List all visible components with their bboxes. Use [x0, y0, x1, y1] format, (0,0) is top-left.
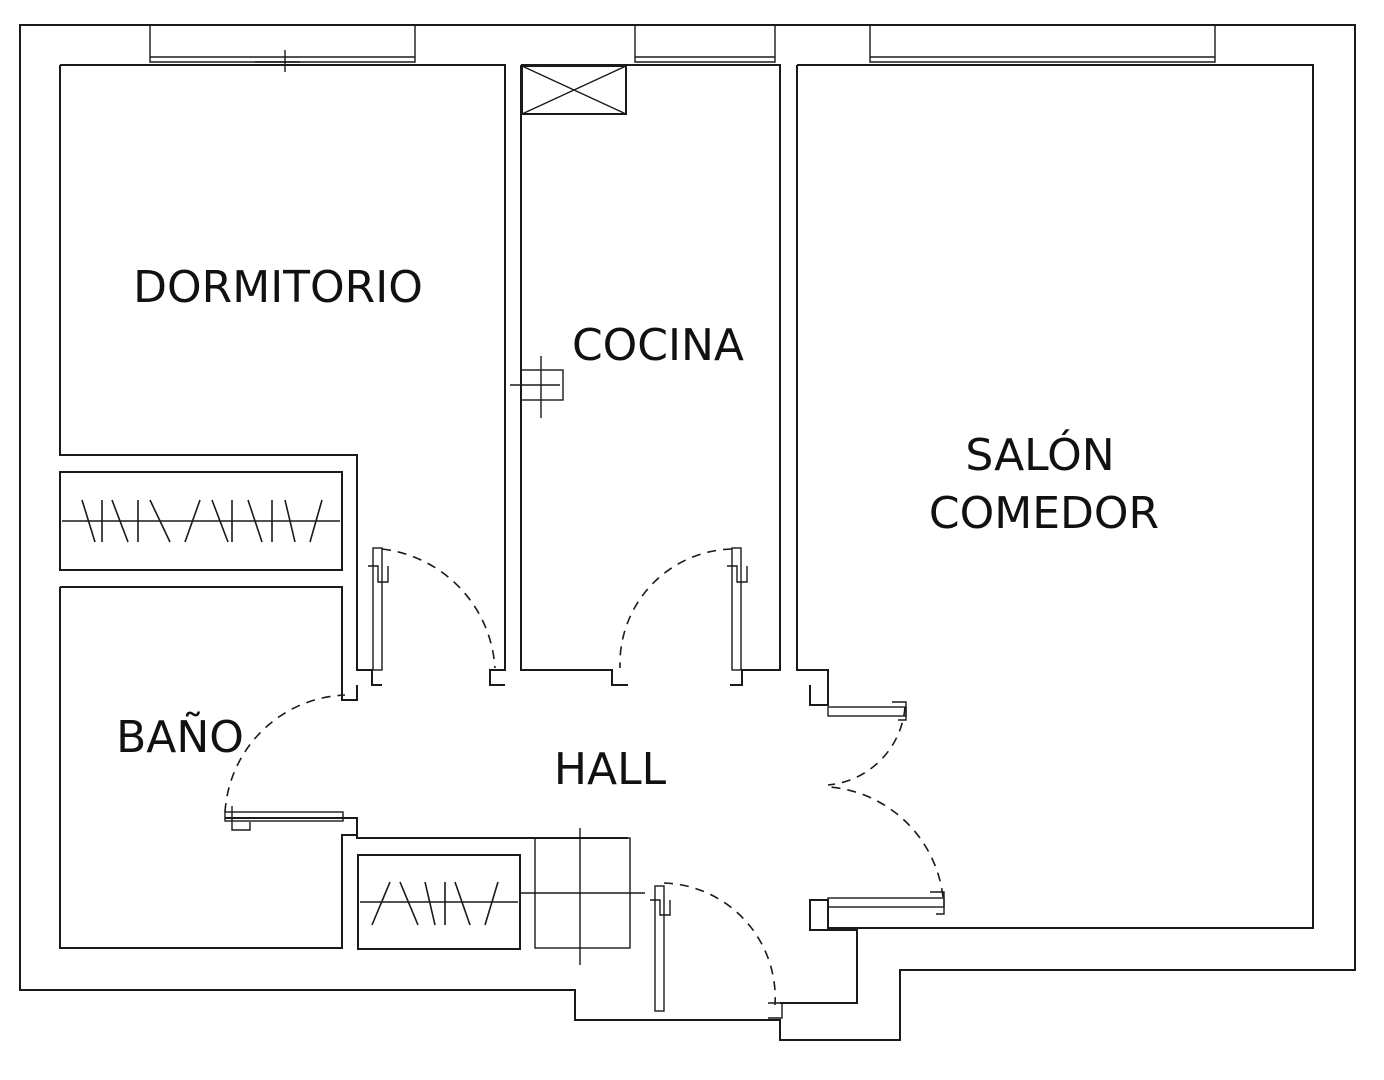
closet-hall	[357, 854, 521, 950]
door-cocina[interactable]	[619, 547, 748, 671]
closet-hall-hangers	[371, 881, 499, 926]
label-cocina: COCINA	[572, 320, 744, 371]
shelving-hall	[520, 828, 645, 965]
outlet-marker	[510, 356, 564, 418]
room-dormitorio-wall	[59, 64, 506, 686]
window-salon	[869, 25, 1216, 63]
outer-wall	[19, 24, 1356, 1041]
label-dormitorio: DORMITORIO	[133, 262, 423, 313]
room-salon-wall	[780, 64, 1314, 1004]
room-cocina-wall	[520, 64, 781, 686]
room-bano-wall	[59, 586, 358, 949]
label-hall: HALL	[554, 744, 667, 795]
door-dormitorio[interactable]	[368, 547, 496, 671]
door-salon-upper[interactable]	[827, 701, 907, 786]
label-comedor: COMEDOR	[929, 488, 1159, 539]
label-salon: SALÓN	[965, 428, 1114, 481]
door-bano[interactable]	[224, 694, 346, 831]
wardrobe-dormitorio	[59, 471, 343, 571]
wardrobe-dormitorio-hangers	[81, 499, 323, 543]
window-dormitorio	[149, 25, 416, 72]
ventilation-duct	[521, 65, 627, 115]
label-bano: BAÑO	[116, 711, 244, 763]
window-cocina	[634, 25, 776, 63]
door-salon-lower[interactable]	[827, 786, 945, 915]
door-entrance[interactable]	[650, 882, 783, 1019]
